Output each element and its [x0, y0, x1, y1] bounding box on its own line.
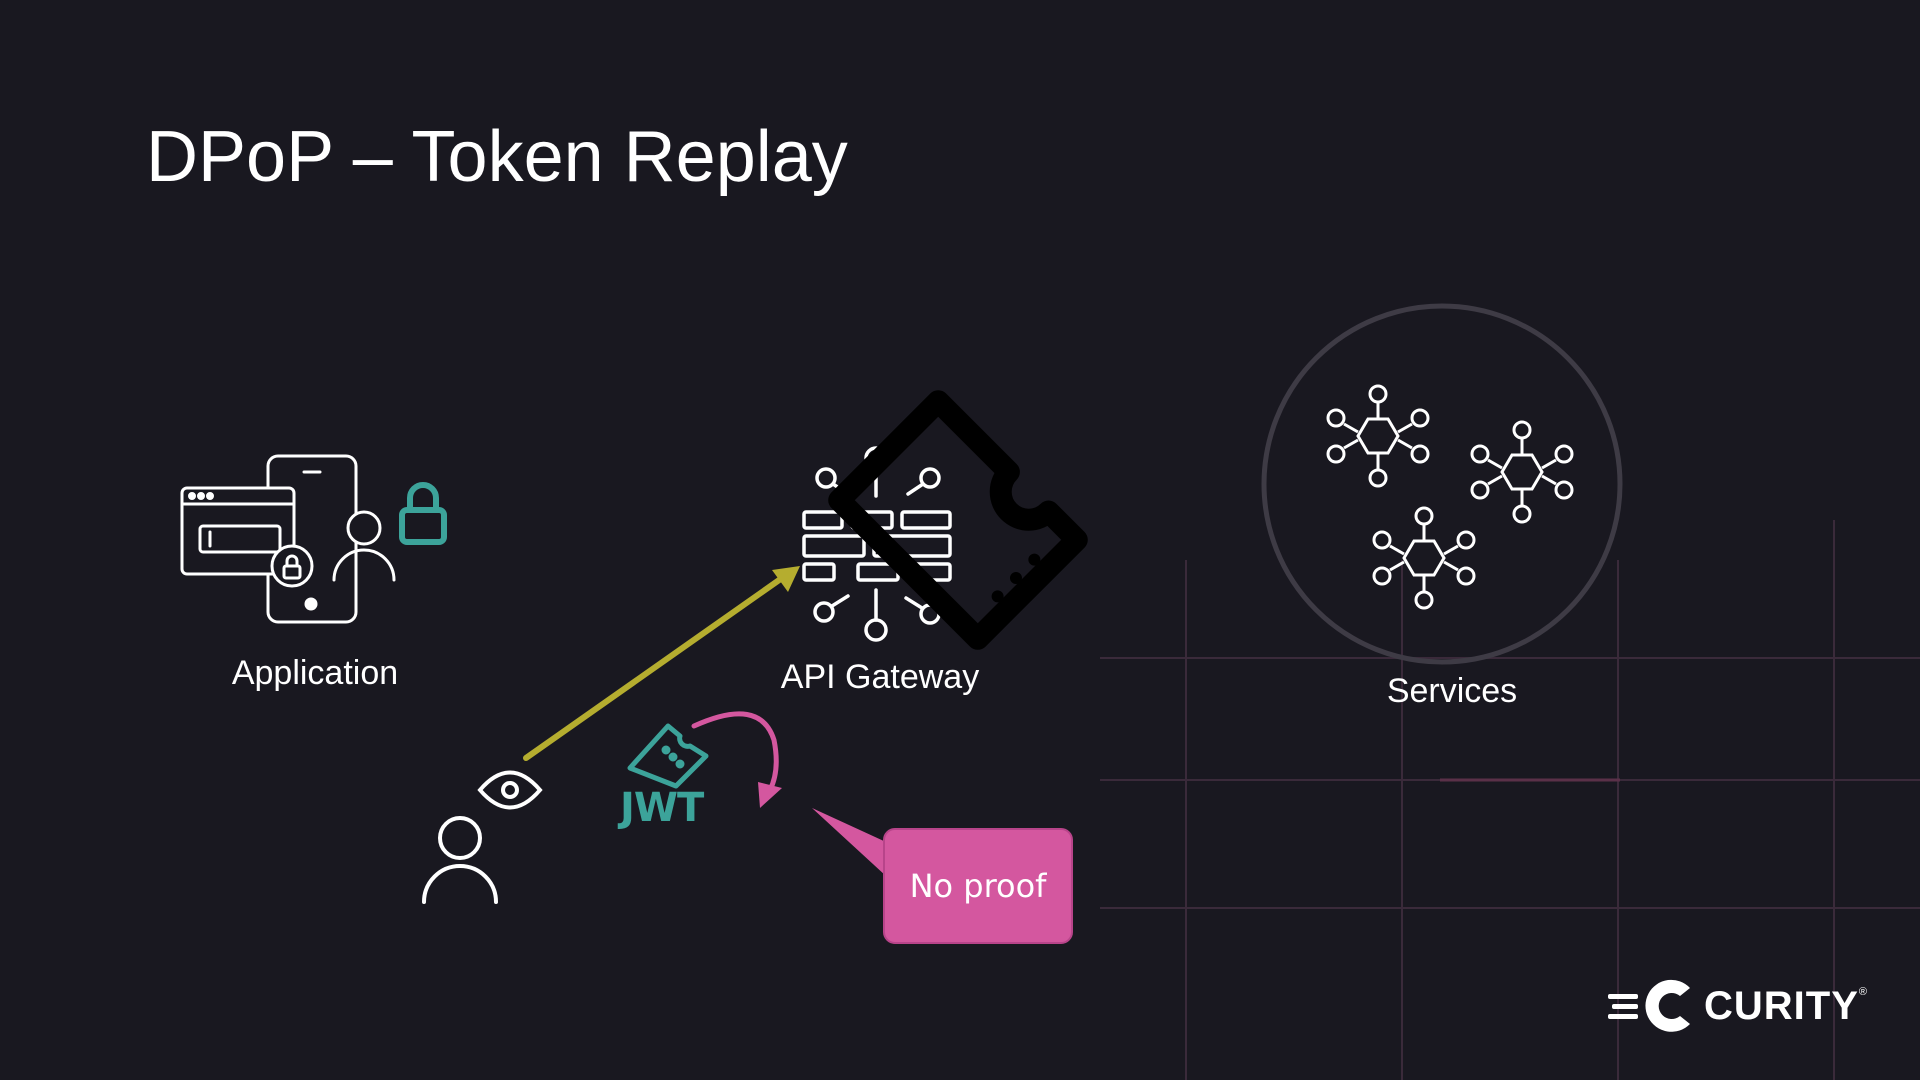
callout-pointer	[812, 808, 886, 876]
device-user-lock-icon	[180, 454, 396, 624]
microservices-cluster-icon	[1326, 384, 1574, 610]
registered-mark: ®	[1858, 986, 1867, 998]
curity-mark-icon	[1608, 979, 1690, 1032]
attacker-person-icon	[422, 816, 498, 904]
application-label: Application	[231, 654, 399, 692]
padlock-icon	[399, 482, 447, 545]
jwt-ticket-icon	[627, 723, 709, 789]
jwt-label: JWT	[620, 785, 704, 831]
brand-name: CURITY	[1704, 983, 1859, 1028]
curity-logo: CURITY®	[1608, 976, 1867, 1036]
pink-curved-arrow	[691, 711, 782, 808]
eye-icon	[477, 770, 543, 810]
services-label: Services	[1386, 672, 1518, 710]
api-gateway-label: API Gateway	[780, 658, 980, 696]
no-proof-callout: No proof	[883, 828, 1073, 944]
ticket-icon	[828, 390, 1088, 650]
services-boundary	[1261, 303, 1623, 665]
slide-title: DPoP – Token Replay	[146, 117, 848, 197]
callout-text: No proof	[909, 867, 1047, 905]
replay-arrow	[523, 566, 800, 761]
